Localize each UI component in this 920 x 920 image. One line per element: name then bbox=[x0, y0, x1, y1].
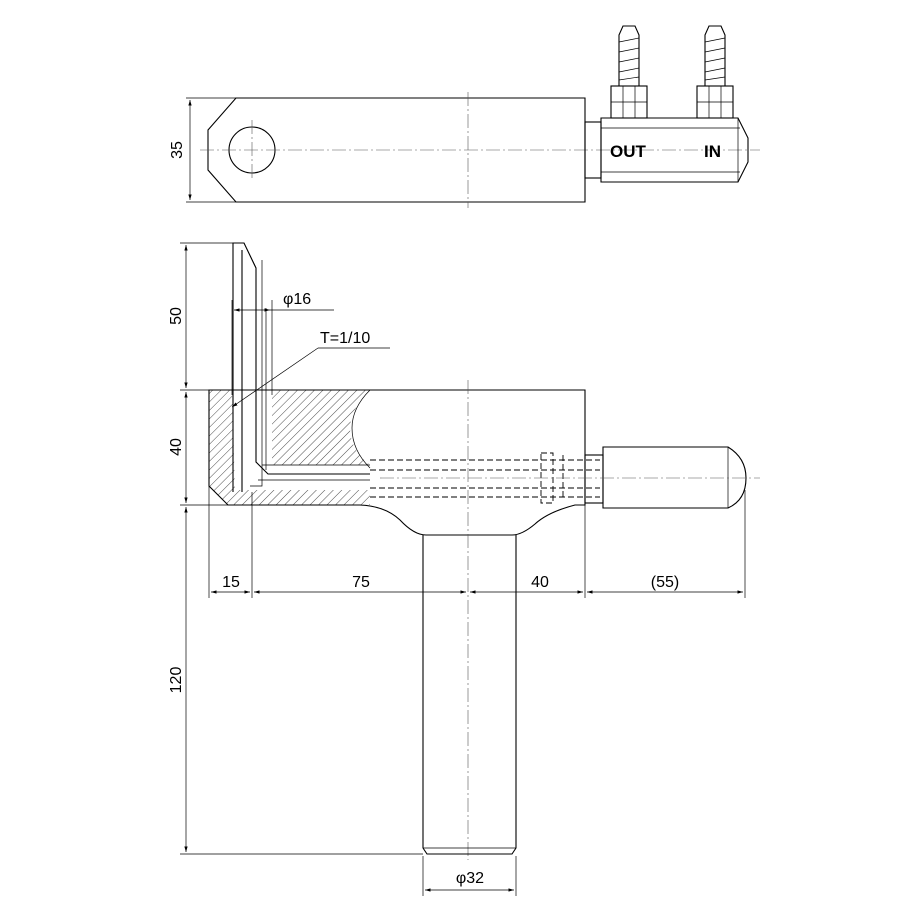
side-fitting bbox=[602, 446, 747, 509]
dim-bore: φ16 bbox=[231, 291, 334, 395]
port-in-label: IN bbox=[704, 142, 721, 161]
taper-note: T=1/10 bbox=[231, 330, 390, 408]
top-view: OUT IN 35 bbox=[169, 25, 760, 208]
dim-wall-label: 15 bbox=[222, 574, 240, 591]
dim-pin-dia-label: φ32 bbox=[456, 870, 484, 887]
section-hatch-right bbox=[272, 390, 370, 465]
dim-pin-dia: φ32 bbox=[422, 856, 517, 896]
dim-width-label: 35 bbox=[169, 141, 186, 159]
body-outline bbox=[208, 389, 586, 536]
section-hatch-left bbox=[209, 390, 370, 505]
hose-barb-out bbox=[610, 25, 648, 119]
port-out-label: OUT bbox=[610, 142, 647, 161]
top-view-body bbox=[207, 97, 586, 203]
dim-left-chain: 50 40 120 bbox=[168, 242, 423, 855]
dim-body-height-label: 40 bbox=[168, 438, 185, 456]
dim-right-label: 40 bbox=[531, 574, 549, 591]
side-fitting-neck bbox=[584, 454, 604, 504]
dim-neck-height-label: 50 bbox=[168, 307, 185, 325]
dim-mid-label: 75 bbox=[352, 574, 370, 591]
dim-bore-label: φ16 bbox=[283, 291, 311, 308]
dim-pin-length-label: 120 bbox=[168, 667, 185, 694]
front-view: 50 40 120 φ16 T=1/10 15 bbox=[168, 242, 760, 896]
dim-fitting-label: (55) bbox=[651, 574, 679, 591]
hose-barb-in bbox=[696, 25, 734, 119]
dim-width: 35 bbox=[169, 97, 236, 203]
taper-note-label: T=1/10 bbox=[320, 330, 370, 347]
dim-bottom-chain: 15 75 40 (55) bbox=[208, 486, 746, 598]
pin bbox=[422, 535, 517, 855]
